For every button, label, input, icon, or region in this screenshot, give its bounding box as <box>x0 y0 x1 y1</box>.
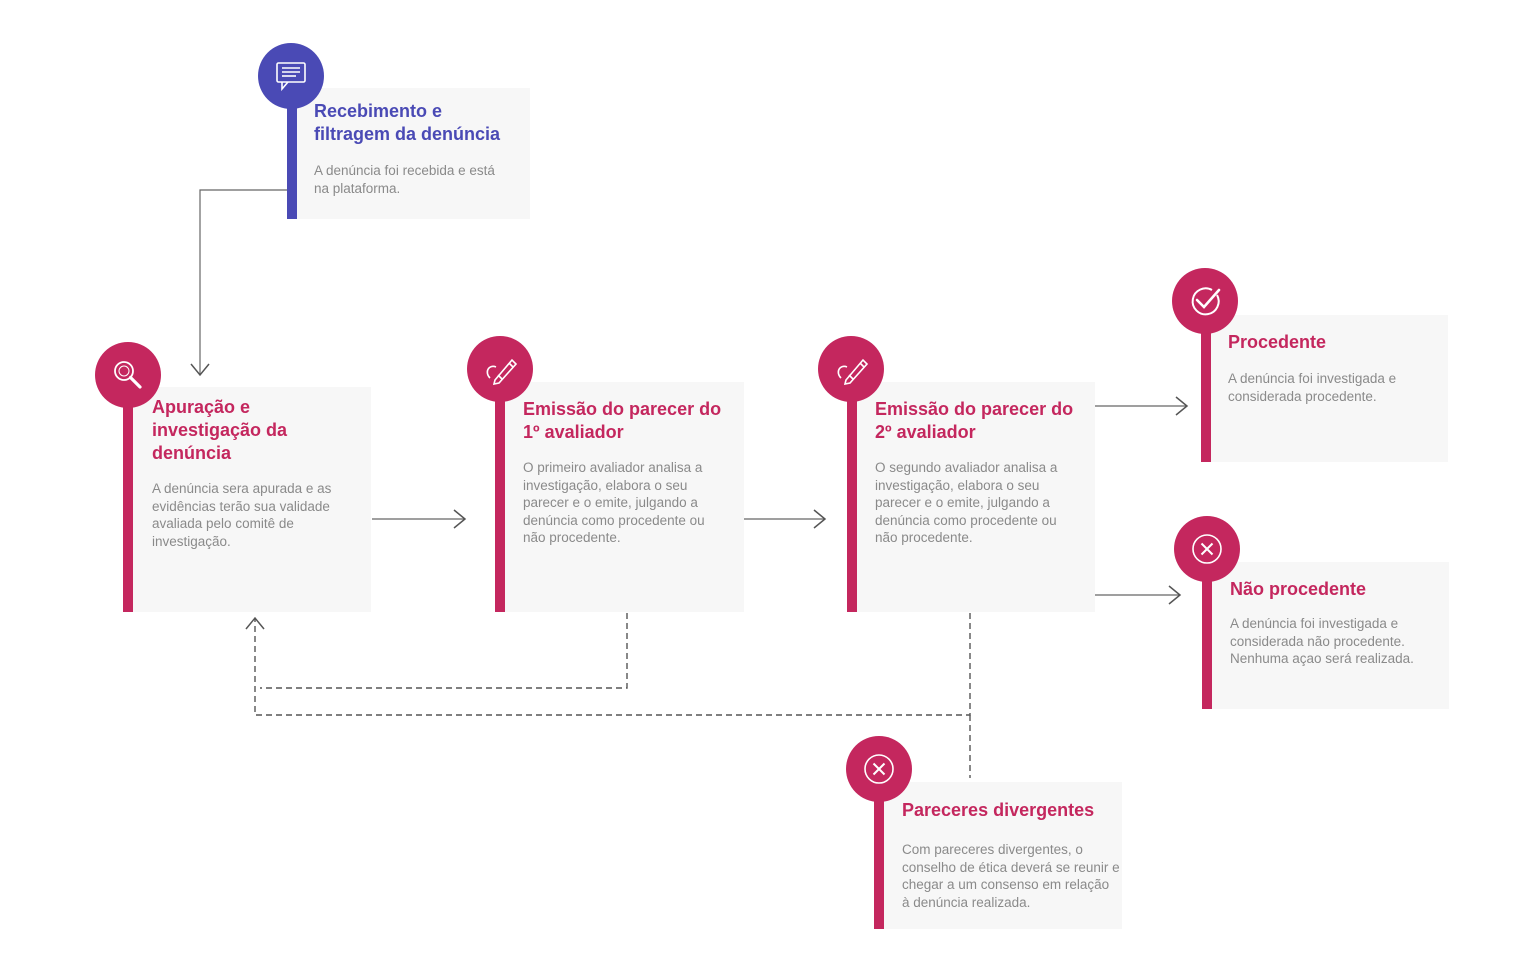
text-divergentes: Com pareceres divergentes, o conselho de… <box>902 842 1120 910</box>
title-parecer1: Emissão do parecer do 1º avaliador <box>523 399 722 442</box>
connector-parecer2-feedback <box>245 613 971 716</box>
x-icon <box>1192 534 1222 564</box>
pin-line-divergentes <box>874 792 884 929</box>
pin-parecer2 <box>818 336 884 402</box>
title-procedente: Procedente <box>1228 332 1327 352</box>
card-nao-procedente <box>1206 562 1449 709</box>
pin-apuracao <box>95 342 161 408</box>
magnifier-icon <box>114 361 142 389</box>
x-icon <box>864 754 894 784</box>
pin-recebimento <box>258 43 324 109</box>
text-nao-procedente: A denúncia foi investigada e considerada… <box>1230 616 1414 666</box>
pin-line-apuracao <box>123 395 133 612</box>
connector-recebimento-apuracao <box>190 189 287 377</box>
title-recebimento: Recebimento e filtragem da denúncia <box>314 101 501 144</box>
pin-parecer1 <box>467 336 533 402</box>
pin-line-parecer1 <box>495 395 505 612</box>
card-procedente <box>1205 315 1448 462</box>
text-procedente: A denúncia foi investigada e considerada… <box>1228 371 1397 404</box>
pin-nao-procedente <box>1174 516 1240 582</box>
pencil-icon <box>837 358 869 386</box>
pin-line-nao-procedente <box>1202 572 1212 709</box>
text-parecer2: O segundo avaliador analisa a investigaç… <box>875 460 1058 545</box>
text-apuracao: A denúncia sera apurada e as evidências … <box>152 481 332 549</box>
pin-line-recebimento <box>287 100 297 219</box>
text-parecer1: O primeiro avaliador analisa a investiga… <box>523 460 705 545</box>
pin-line-procedente <box>1201 325 1211 462</box>
pin-line-parecer2 <box>847 395 857 612</box>
card-parecer2 <box>851 382 1095 612</box>
title-divergentes: Pareceres divergentes <box>902 800 1095 820</box>
title-nao-procedente: Não procedente <box>1230 579 1367 599</box>
chat-icon <box>276 62 306 92</box>
pin-divergentes <box>846 736 912 802</box>
text-recebimento: A denúncia foi recebida e está na plataf… <box>314 163 495 196</box>
pencil-icon <box>486 358 518 386</box>
connector-parecer1-feedback <box>260 613 628 689</box>
card-parecer1 <box>500 382 744 612</box>
pin-procedente <box>1172 268 1238 334</box>
card-apuracao <box>128 387 371 612</box>
check-icon <box>1191 287 1221 316</box>
card-divergentes <box>879 782 1122 929</box>
title-parecer2: Emissão do parecer do 2º avaliador <box>875 399 1074 442</box>
title-apuracao: Apuração e investigação da denúncia <box>152 397 288 463</box>
card-recebimento <box>290 88 530 219</box>
